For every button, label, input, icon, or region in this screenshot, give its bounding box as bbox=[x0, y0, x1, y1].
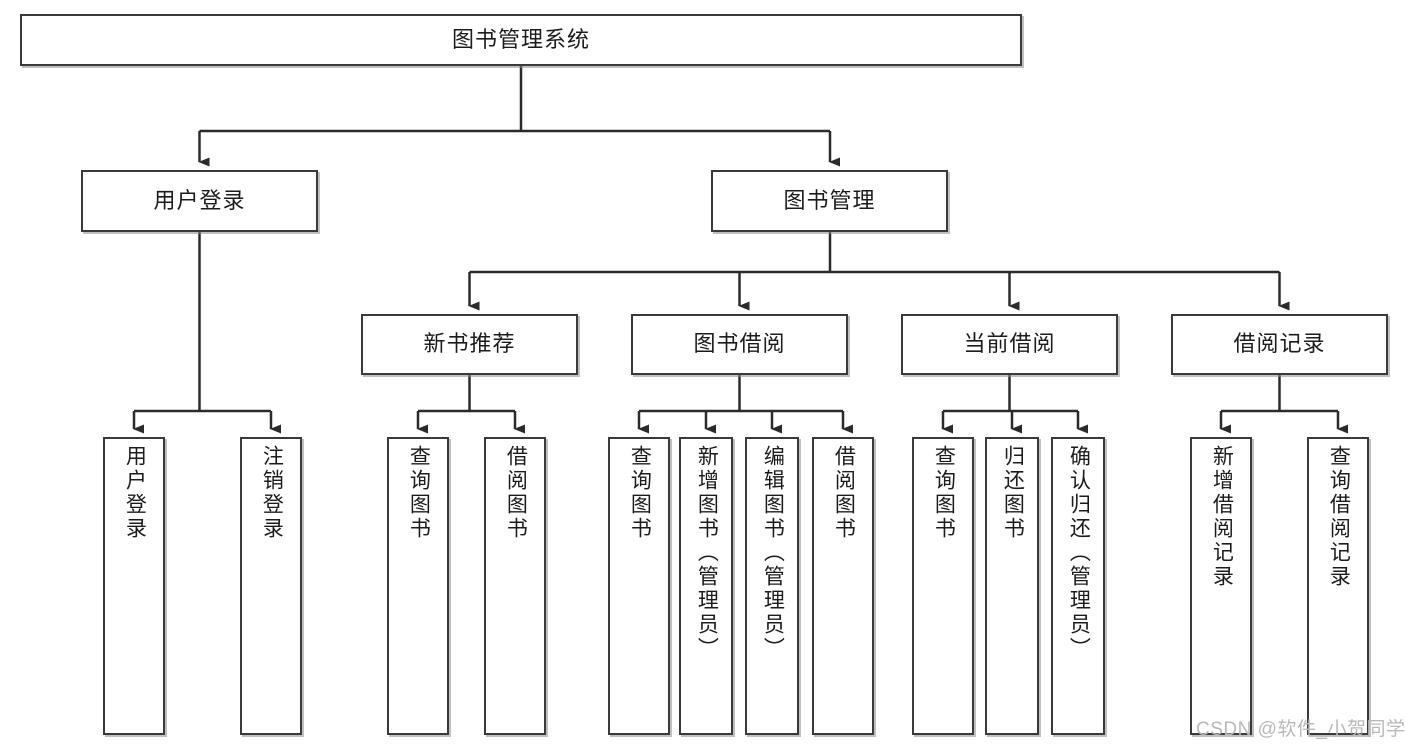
node-leaf-borrow-book-rec[interactable]: 借阅图书 bbox=[484, 437, 546, 735]
node-label-leaf-query-book-rec: 查询图书 bbox=[407, 445, 431, 541]
node-label-leaf-borrow-book-rec: 借阅图书 bbox=[504, 445, 528, 541]
node-borrow-record[interactable]: 借阅记录 bbox=[1171, 314, 1388, 375]
node-label-new-book-recommend: 新书推荐 bbox=[423, 331, 516, 357]
node-label-leaf-query-book-current: 查询图书 bbox=[932, 445, 956, 541]
node-label-borrow-record: 借阅记录 bbox=[1233, 331, 1326, 357]
node-label-leaf-query-book-borrow: 查询图书 bbox=[628, 445, 652, 541]
node-label-book-manage: 图书管理 bbox=[783, 187, 876, 213]
node-label-leaf-edit-book-admin: 编辑图书（管理员） bbox=[761, 445, 785, 661]
node-label-leaf-query-borrow-record: 查询借阅记录 bbox=[1327, 445, 1351, 589]
node-label-current-borrow: 当前借阅 bbox=[963, 331, 1056, 357]
node-book-manage[interactable]: 图书管理 bbox=[711, 170, 948, 232]
node-leaf-query-book-current[interactable]: 查询图书 bbox=[912, 437, 974, 735]
node-label-leaf-add-book-admin: 新增图书（管理员） bbox=[695, 445, 719, 661]
node-leaf-query-borrow-record[interactable]: 查询借阅记录 bbox=[1307, 437, 1369, 735]
node-label-leaf-add-borrow-record: 新增借阅记录 bbox=[1210, 445, 1234, 589]
node-label-leaf-confirm-return-admin: 确认归还（管理员） bbox=[1067, 445, 1091, 661]
node-book-borrow[interactable]: 图书借阅 bbox=[631, 314, 848, 375]
node-leaf-query-book-borrow[interactable]: 查询图书 bbox=[608, 437, 670, 735]
node-leaf-logout-login[interactable]: 注销登录 bbox=[240, 437, 302, 735]
node-label-user-login: 用户登录 bbox=[153, 187, 246, 213]
node-label-leaf-user-login: 用户登录 bbox=[123, 445, 147, 541]
node-leaf-confirm-return-admin[interactable]: 确认归还（管理员） bbox=[1051, 437, 1105, 735]
node-leaf-add-borrow-record[interactable]: 新增借阅记录 bbox=[1190, 437, 1252, 735]
node-leaf-query-book-rec[interactable]: 查询图书 bbox=[387, 437, 449, 735]
node-leaf-add-book-admin[interactable]: 新增图书（管理员） bbox=[679, 437, 733, 735]
node-label-leaf-borrow-book: 借阅图书 bbox=[832, 445, 856, 541]
node-user-login[interactable]: 用户登录 bbox=[81, 170, 318, 232]
node-label-leaf-return-book: 归还图书 bbox=[1001, 445, 1025, 541]
node-leaf-return-book[interactable]: 归还图书 bbox=[985, 437, 1039, 735]
node-root[interactable]: 图书管理系统 bbox=[20, 14, 1022, 66]
node-current-borrow[interactable]: 当前借阅 bbox=[901, 314, 1118, 375]
node-leaf-user-login[interactable]: 用户登录 bbox=[103, 437, 165, 735]
node-label-book-borrow: 图书借阅 bbox=[693, 331, 786, 357]
node-leaf-edit-book-admin[interactable]: 编辑图书（管理员） bbox=[745, 437, 799, 735]
node-leaf-borrow-book[interactable]: 借阅图书 bbox=[812, 437, 874, 735]
node-label-root: 图书管理系统 bbox=[451, 26, 590, 52]
node-new-book-recommend[interactable]: 新书推荐 bbox=[361, 314, 578, 375]
node-label-leaf-logout-login: 注销登录 bbox=[260, 445, 284, 541]
